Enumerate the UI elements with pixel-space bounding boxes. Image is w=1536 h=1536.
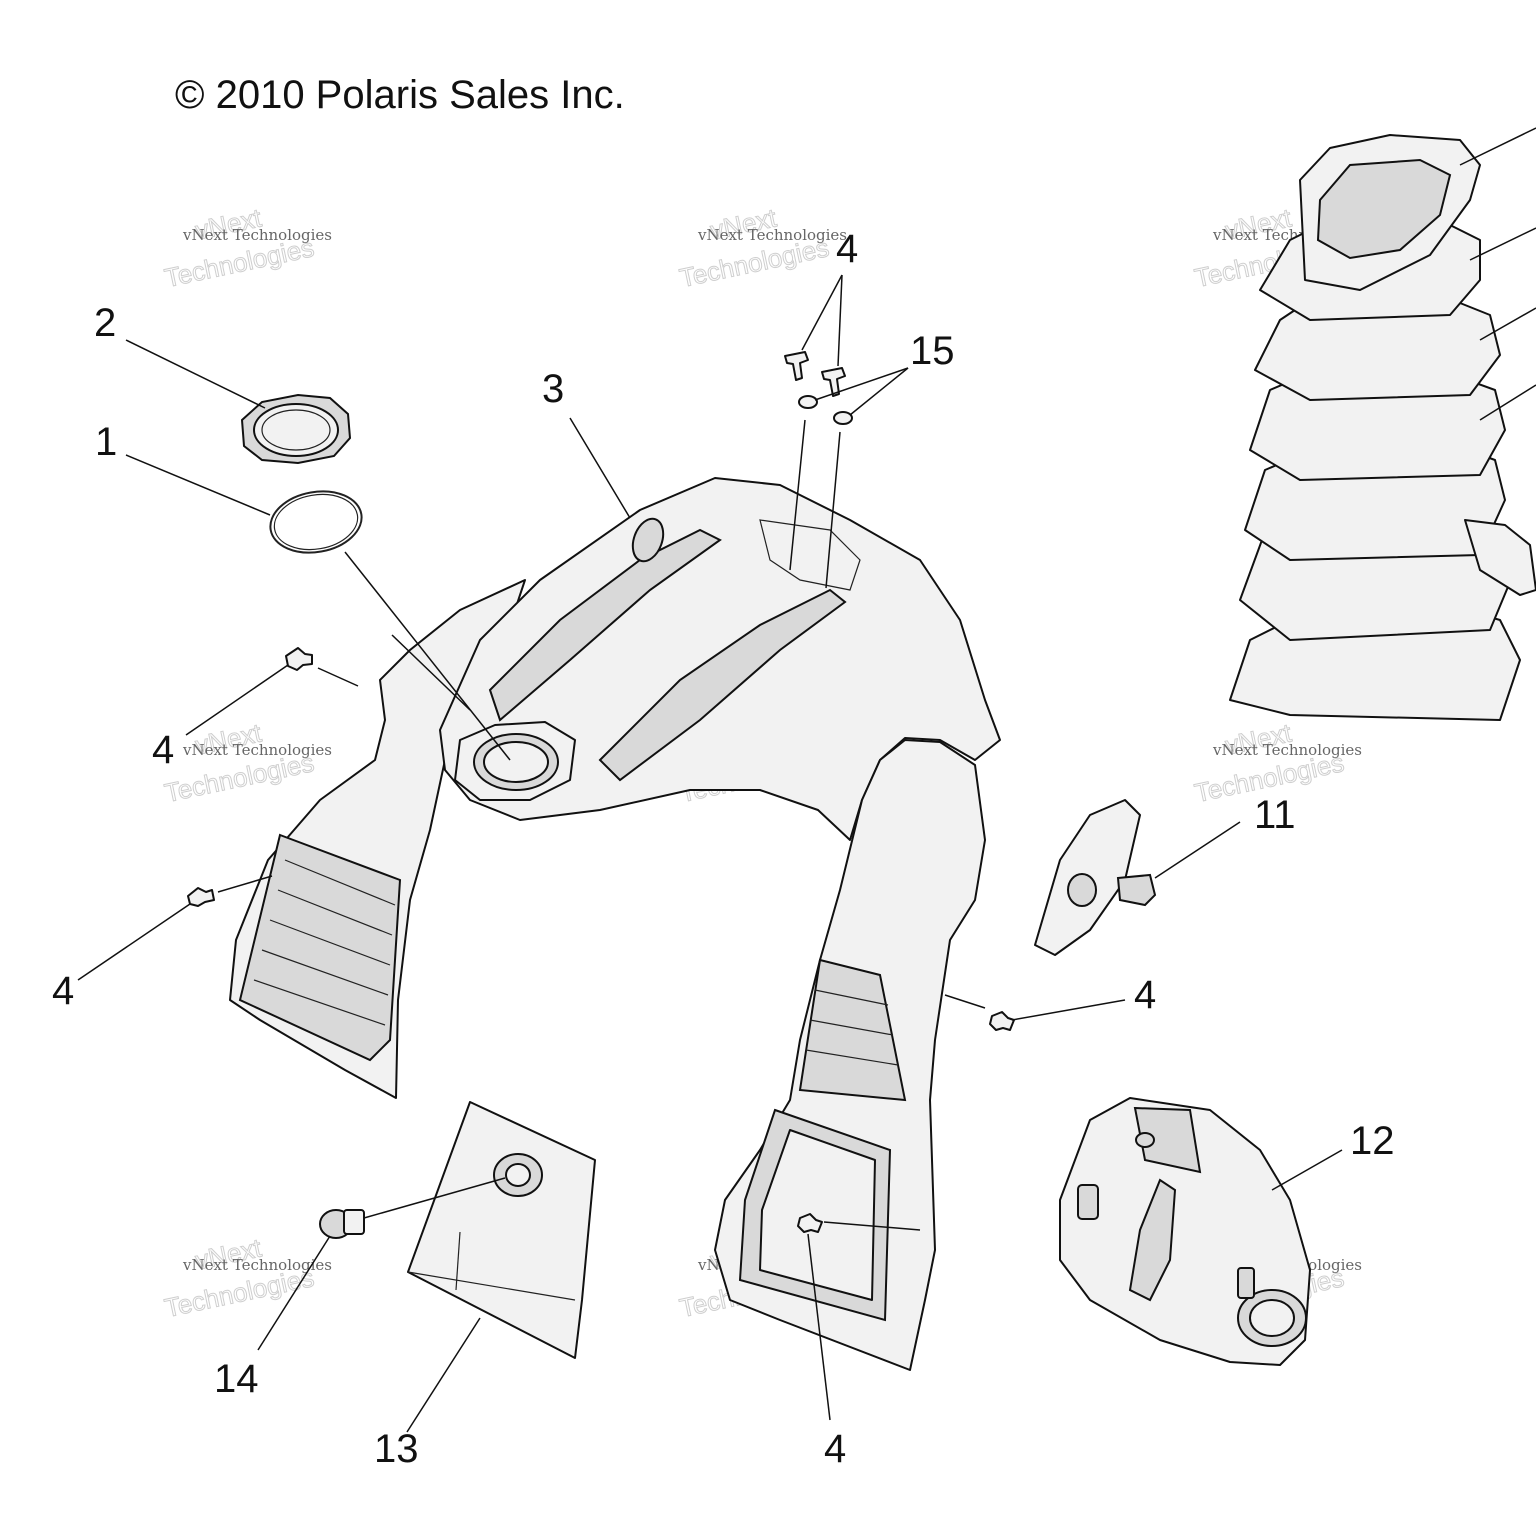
leader-1 (125, 454, 271, 516)
watermark-mid-right-small: vNext Technologies (1212, 741, 1362, 759)
part-11-badge (1034, 799, 1157, 956)
leader-4-top-a (801, 274, 843, 351)
part-2-gauge-nut (240, 393, 352, 465)
leader-4-left-lower (77, 903, 191, 981)
leader-screw-b-down (825, 431, 841, 589)
leader-4-right-mid (1011, 999, 1126, 1021)
part-14-plug (319, 1209, 365, 1239)
leader-4-top-b (837, 274, 843, 367)
callout-4-top: 4 (836, 227, 858, 271)
leader-15-b (849, 367, 909, 416)
leader-4-bottom (807, 1233, 831, 1421)
leader-1-to-pod (344, 551, 511, 761)
screw-4-left-upper (285, 647, 313, 671)
part-3-console-hood (229, 477, 1001, 1371)
screw-4-left-lower (187, 887, 215, 907)
leader-4-left-upper-b (317, 667, 359, 687)
callout-13: 13 (374, 1427, 419, 1471)
callout-2: 2 (94, 301, 116, 345)
washer-15-a (798, 395, 818, 409)
callout-14: 14 (214, 1357, 259, 1401)
leader-screw-a-down (789, 419, 806, 571)
callout-15: 15 (910, 329, 955, 373)
screw-4-right-mid (989, 1011, 1015, 1031)
watermark-top-center-small: vNext Technologies (697, 226, 847, 244)
callout-4-left-lower: 4 (52, 969, 74, 1013)
callout-12: 12 (1350, 1119, 1395, 1163)
leader-15-a (814, 367, 909, 401)
part-13-cover-panel (407, 1101, 596, 1359)
leader-4-right-mid-b (944, 994, 986, 1009)
leader-2-to-pod (391, 634, 471, 711)
callout-11: 11 (1254, 793, 1296, 837)
leader-14 (257, 1235, 331, 1351)
callout-3: 3 (542, 367, 564, 411)
callout-1: 1 (95, 420, 117, 464)
screw-4-top-a (784, 351, 809, 381)
leader-14-to-lid (363, 1177, 506, 1219)
leader-4-left-upper (185, 664, 289, 736)
washer-15-b (833, 411, 853, 425)
screw-4-bottom (797, 1213, 823, 1233)
watermark-top-left-small: vNext Technologies (182, 226, 332, 244)
leader-11 (1154, 821, 1241, 879)
callout-4-right-mid: 4 (1134, 973, 1156, 1017)
leader-12 (1271, 1149, 1343, 1191)
decal-stack (1229, 127, 1536, 721)
leader-4-bottom-b (823, 1221, 921, 1231)
part-12-side-compartment (1059, 1097, 1311, 1366)
screw-4-top-b (821, 367, 846, 397)
leader-4-left-lower-b (217, 875, 273, 893)
leader-2 (125, 339, 266, 409)
leader-3 (569, 417, 631, 519)
watermark-bottom-left-small: vNext Technologies (182, 1256, 332, 1274)
copyright-text: © 2010 Polaris Sales Inc. (175, 73, 625, 117)
part-1-o-ring (269, 490, 363, 554)
callout-4-bottom: 4 (824, 1427, 846, 1471)
leader-13 (406, 1317, 481, 1433)
callout-4-left-upper: 4 (152, 728, 174, 772)
watermark-mid-left-small: vNext Technologies (182, 741, 332, 759)
